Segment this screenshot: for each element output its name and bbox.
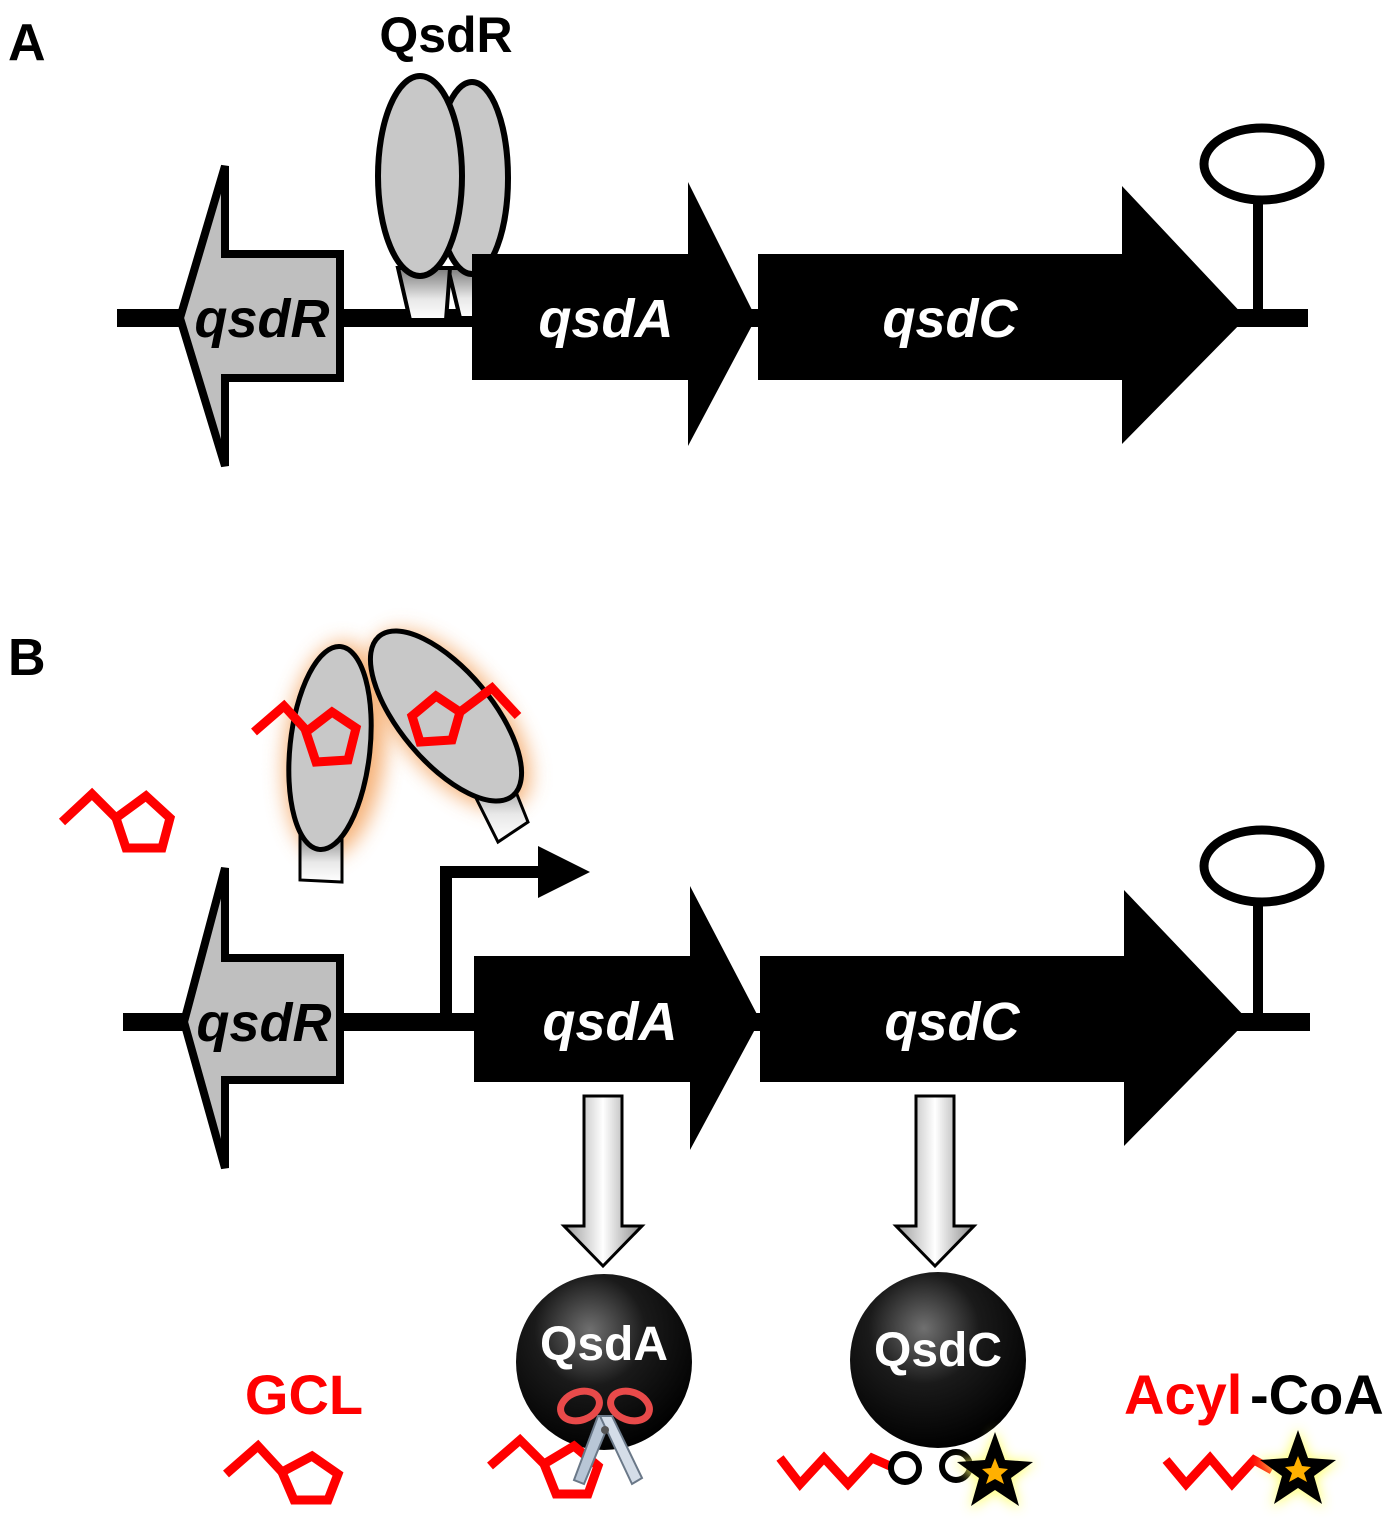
qsdr-gene-label-a: qsdR (195, 289, 330, 349)
scissors-icon (557, 1387, 653, 1486)
qsdr-gene-a (175, 164, 344, 468)
qsdr-gene-label-b: qsdR (197, 993, 332, 1053)
terminator-icon (1199, 825, 1325, 1016)
acyl-chain-icon (776, 1451, 892, 1491)
coa-linker-icon (888, 1451, 922, 1485)
panel-b: B qsdR qsdA qsdC (8, 628, 1384, 1510)
qsdc-gene-b (760, 890, 1248, 1146)
expression-arrow-qsdc (892, 1094, 978, 1269)
acyl-chain-icon (1162, 1451, 1275, 1491)
qsdr-monomer-right-b (367, 628, 525, 804)
qsdc-gene-label-a: qsdC (883, 289, 1019, 349)
qsda-gene-a (472, 182, 756, 446)
qsdr-protein-label: QsdR (379, 7, 512, 63)
pentagon-ligand-icon (223, 1439, 344, 1505)
qsdc-enzyme-label: QsdC (874, 1324, 1002, 1377)
qsdr-dimer-activated (251, 628, 531, 884)
pentagon-ligand-icon (58, 787, 176, 853)
pentagon-ligand-icon (406, 681, 522, 747)
panel-a-letter: A (8, 14, 46, 72)
pentagon-ligand-icon (487, 1433, 604, 1499)
qsdr-monomer-left-b (286, 643, 374, 853)
gcl-label: GCL (245, 1363, 363, 1426)
promoter-arrow-icon (440, 846, 590, 1016)
pentagon-ligand-icon (251, 699, 362, 767)
qsdc-enzyme (850, 1272, 1026, 1448)
coa-label: -CoA (1250, 1363, 1384, 1426)
qsda-gene-label-b: qsdA (543, 992, 678, 1052)
qsdr-monomer-left (375, 73, 465, 279)
qsdc-gene-a (758, 186, 1246, 444)
qsda-gene-b (474, 886, 760, 1150)
panel-b-letter: B (8, 629, 46, 687)
qsdc-gene-label-b: qsdC (885, 992, 1021, 1052)
panel-a: A qsdR QsdR qsdA qsdC (8, 7, 1325, 468)
expression-arrow-qsda (560, 1094, 646, 1269)
star-icon (954, 1430, 1036, 1510)
star-icon (1256, 1428, 1340, 1508)
qsdr-gene-b (179, 866, 344, 1170)
qsda-enzyme-label: QsdA (540, 1318, 668, 1371)
terminator-icon (1199, 123, 1325, 312)
acyl-label: Acyl (1124, 1363, 1242, 1426)
qsda-gene-label-a: qsdA (539, 289, 674, 349)
